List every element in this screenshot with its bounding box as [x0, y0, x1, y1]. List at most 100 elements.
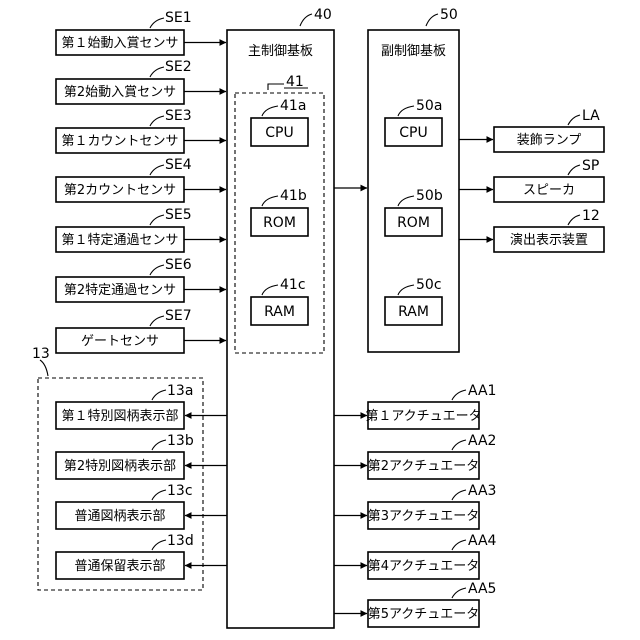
display-group: 13 第１特別図柄表示部 13a 第2特別図柄表示部 13b 普通図柄表示部 1… [32, 346, 227, 590]
actuator-ref-leader [452, 390, 466, 400]
sensor-label: 第2カウントセンサ [64, 183, 176, 198]
sensor-item: 第１特定通過センサ SE5 [56, 207, 226, 252]
output-list: 装飾ランプ LA スピーカ SP 演出表示装置 12 [459, 108, 604, 252]
sensor-ref-leader [150, 116, 164, 126]
sub-cpu-ref: 50a [416, 98, 442, 114]
output-ref: 12 [582, 208, 600, 224]
sensor-ref-leader [150, 67, 164, 77]
actuator-ref: AA2 [468, 433, 496, 449]
main-cpu-ref: 41a [280, 98, 306, 114]
main-ram-ref: 41c [280, 277, 306, 293]
display-item: 普通図柄表示部 13c [56, 483, 227, 529]
sensor-ref-leader [150, 18, 164, 28]
display-label: 第１特別図柄表示部 [61, 409, 178, 424]
output-item: 装飾ランプ LA [459, 108, 604, 152]
output-ref-leader [568, 215, 580, 225]
sensor-ref-leader [150, 316, 164, 326]
display-ref: 13c [167, 483, 193, 499]
sensor-ref: SE4 [165, 157, 192, 173]
sensor-ref-leader [150, 165, 164, 175]
display-item: 第１特別図柄表示部 13a [56, 383, 227, 429]
actuator-item: 第１アクチュエータ AA1 [334, 383, 496, 429]
sensor-label: ゲートセンサ [81, 334, 159, 349]
sub-board: 副制御基板 50 CPU 50a ROM 50b RAM 50c [368, 7, 459, 352]
main-board-ref-leader [300, 14, 312, 26]
sensor-label: 第１特定通過センサ [61, 233, 178, 248]
sensor-ref: SE1 [165, 10, 192, 26]
display-ref: 13a [167, 383, 193, 399]
sensor-label: 第2始動入賞センサ [64, 85, 176, 100]
output-item: 演出表示装置 12 [459, 208, 604, 252]
main-board: 主制御基板 40 41 CPU 41a ROM 41b RAM 41c [227, 7, 334, 628]
actuator-label: 第4アクチュエータ [368, 559, 480, 574]
actuator-ref: AA4 [468, 533, 497, 549]
actuator-ref-leader [452, 540, 466, 550]
actuator-item: 第4アクチュエータ AA4 [334, 533, 497, 579]
actuator-ref-leader [452, 490, 466, 500]
main-ram-label: RAM [264, 304, 295, 320]
display-ref-leader [152, 490, 166, 500]
display-ref: 13b [167, 433, 194, 449]
display-item: 普通保留表示部 13d [56, 533, 227, 579]
main-board-ref: 40 [314, 7, 332, 23]
sub-board-title: 副制御基板 [381, 44, 446, 59]
sensor-item: 第2カウントセンサ SE4 [56, 157, 226, 202]
actuator-ref: AA5 [468, 581, 496, 597]
sub-ram-label: RAM [398, 304, 429, 320]
sensor-ref-leader [150, 215, 164, 225]
sensor-item: 第１カウントセンサ SE3 [56, 108, 226, 153]
sensor-item: ゲートセンサ SE7 [56, 308, 226, 353]
main-cpu-label: CPU [265, 125, 293, 141]
output-item: スピーカ SP [459, 158, 604, 202]
sensor-ref: SE5 [165, 207, 192, 223]
actuator-label: 第１アクチュエータ [365, 409, 481, 424]
main-rom-label: ROM [263, 215, 296, 231]
sensor-item: 第2特定通過センサ SE6 [56, 257, 226, 302]
output-ref-leader [568, 115, 580, 125]
actuator-item: 第3アクチュエータ AA3 [334, 483, 496, 529]
actuator-ref-leader [452, 588, 466, 598]
output-ref: LA [582, 108, 600, 124]
display-label: 普通保留表示部 [74, 559, 165, 574]
sub-board-ref: 50 [440, 7, 458, 23]
sub-ram-ref: 50c [416, 277, 442, 293]
sensor-ref: SE3 [165, 108, 192, 124]
display-group-ref: 13 [32, 346, 50, 362]
actuator-label: 第3アクチュエータ [368, 509, 480, 524]
sensor-list: 第１始動入賞センサ SE1 第2始動入賞センサ SE2 第１カウントセンサ SE… [56, 10, 226, 353]
sub-rom-label: ROM [397, 215, 430, 231]
sensor-ref: SE6 [165, 257, 192, 273]
actuator-item: 第5アクチュエータ AA5 [334, 581, 496, 627]
output-label: 演出表示装置 [510, 232, 588, 248]
output-ref-leader [568, 165, 580, 175]
sub-rom-ref: 50b [416, 188, 443, 204]
actuator-label: 第2アクチュエータ [368, 459, 480, 474]
sensor-item: 第2始動入賞センサ SE2 [56, 59, 226, 104]
actuator-item: 第2アクチュエータ AA2 [334, 433, 496, 479]
sensor-ref: SE7 [165, 308, 192, 324]
actuator-ref: AA1 [468, 383, 496, 399]
sub-board-ref-leader [426, 14, 438, 26]
output-ref: SP [582, 158, 599, 174]
output-label: スピーカ [523, 183, 575, 198]
sensor-label: 第１始動入賞センサ [61, 36, 178, 51]
sensor-label: 第2特定通過センサ [64, 283, 176, 298]
display-ref-leader [152, 390, 166, 400]
sensor-ref: SE2 [165, 59, 192, 75]
display-ref-leader [152, 540, 166, 550]
display-ref-leader [152, 440, 166, 450]
actuator-label: 第5アクチュエータ [368, 607, 480, 622]
display-group-ref-leader [40, 360, 48, 376]
actuator-ref-leader [452, 440, 466, 450]
sub-cpu-label: CPU [399, 125, 427, 141]
display-item: 第2特別図柄表示部 13b [56, 433, 227, 479]
sensor-label: 第１カウントセンサ [61, 134, 178, 149]
output-label: 装飾ランプ [517, 133, 582, 148]
main-rom-ref: 41b [280, 188, 307, 204]
main-board-title: 主制御基板 [248, 44, 313, 59]
display-label: 第2特別図柄表示部 [64, 459, 176, 474]
sensor-item: 第１始動入賞センサ SE1 [56, 10, 226, 55]
sensor-ref-leader [150, 265, 164, 275]
display-label: 普通図柄表示部 [74, 509, 165, 524]
